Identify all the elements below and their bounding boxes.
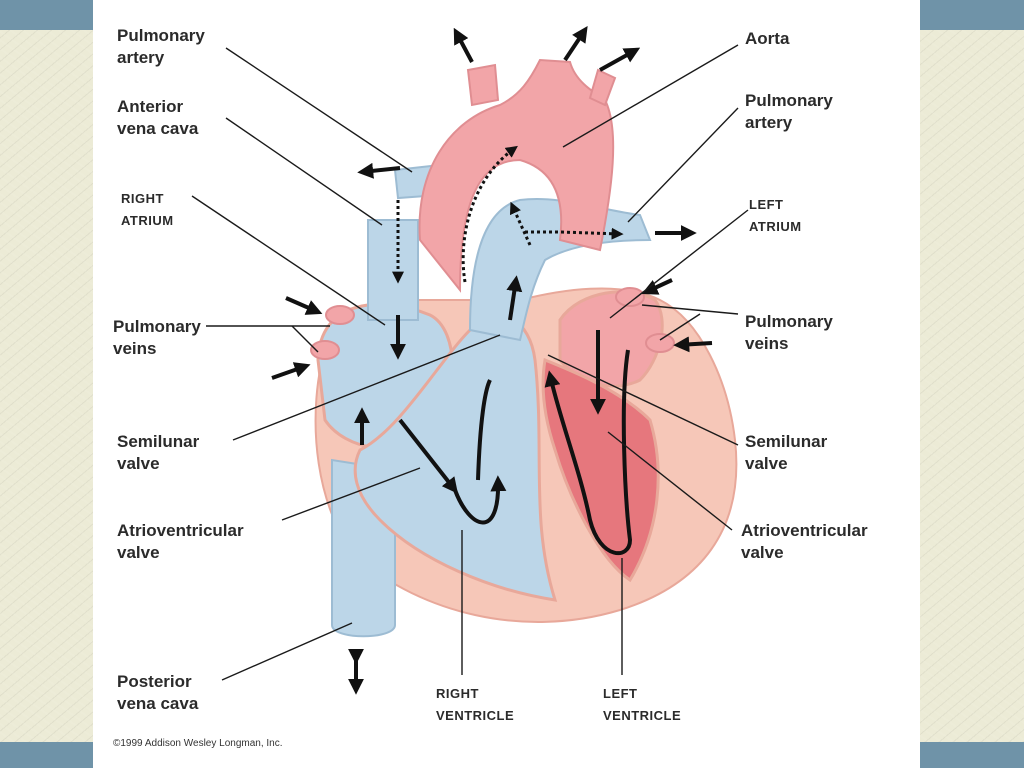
leader-line — [232, 334, 501, 441]
anterior-vena-cava-vessel — [367, 219, 419, 321]
leader-line — [225, 47, 413, 173]
flow-arrow-dotted — [509, 201, 532, 246]
flow-arrow — [398, 418, 458, 494]
dotted-flow-arrows — [392, 145, 624, 284]
leader-line — [641, 304, 739, 315]
label-semilunar-valve-left: Semilunar valve — [117, 432, 200, 473]
flow-arrow — [641, 278, 673, 295]
leader-line — [607, 431, 733, 531]
flow-arrow — [453, 379, 498, 525]
leader-line — [191, 195, 386, 326]
copyright-credit: ©1999 Addison Wesley Longman, Inc. — [113, 738, 283, 749]
leader-line — [659, 313, 701, 341]
flow-arrow — [563, 26, 588, 62]
leader-line — [291, 325, 319, 353]
label-semilunar-valve-right: Semilunar valve — [745, 432, 828, 473]
label-av-valve-left: Atrioventricular valve — [117, 521, 244, 562]
right-ventricle-chamber — [353, 314, 558, 602]
leader-line — [609, 209, 749, 319]
flow-arrow — [599, 47, 641, 72]
flow-arrow — [506, 275, 523, 321]
label-pulmonary-veins-left: Pulmonary veins — [113, 317, 201, 358]
label-av-valve-right: Atrioventricular valve — [741, 521, 868, 562]
label-pulmonary-artery-right: Pulmonary artery — [745, 91, 833, 132]
aorta-vessel — [418, 58, 615, 293]
label-right-ventricle: RIGHT VENTRICLE — [436, 686, 515, 723]
leader-lines — [191, 44, 749, 681]
label-left-ventricle: LEFT VENTRICLE — [603, 686, 682, 723]
leader-line — [281, 467, 421, 521]
leader-line — [221, 622, 353, 681]
label-left-atrium: LEFT ATRIUM — [749, 197, 802, 234]
aorta-right-branch — [588, 68, 617, 107]
flow-arrow — [271, 362, 311, 380]
label-posterior-vena-cava: Posterior vena cava — [117, 672, 199, 713]
flow-arrow — [673, 336, 713, 353]
pulmonary-vein-stub — [615, 287, 645, 307]
flow-arrow — [285, 296, 323, 315]
blood-flow-arrows — [271, 26, 713, 695]
leader-line — [562, 44, 739, 148]
label-pulmonary-veins-right: Pulmonary veins — [745, 312, 833, 353]
pulmonary-vein-stub — [325, 305, 355, 325]
flow-arrow — [357, 162, 401, 179]
pulmonary-vein-stub — [645, 333, 675, 353]
label-anterior-vena-cava: Anterior vena cava — [117, 97, 199, 138]
leader-line — [547, 354, 739, 446]
flow-arrow — [453, 27, 474, 63]
flow-arrow — [544, 349, 633, 556]
aorta-top-branch — [466, 63, 500, 107]
leader-line — [225, 117, 383, 226]
leader-line — [627, 107, 739, 223]
pulmonary-vein-stub — [310, 340, 340, 360]
label-aorta: Aorta — [745, 29, 790, 48]
label-pulmonary-artery-left: Pulmonary artery — [117, 26, 205, 67]
label-right-atrium: RIGHT ATRIUM — [121, 191, 174, 228]
